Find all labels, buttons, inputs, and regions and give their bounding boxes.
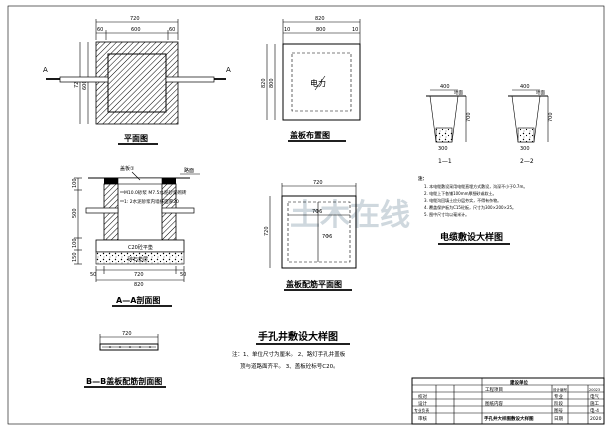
notes-line-2: 顶与道路面齐平。 3、盖板砼标号C20。 [240,362,339,370]
aa-dim-left-4: 150 [72,252,78,262]
cable-sec1-depth: 700 [466,112,472,122]
cable-note-2: 2. 电缆上下各铺100mm厚细砂或软土。 [424,190,497,196]
cover-dim-inner: 800 [316,27,326,33]
tb-role-review: 审核 [418,415,427,422]
cover-dim-edge-right: 10 [352,27,358,33]
cover-dim-total: 820 [315,16,325,22]
cover-dim-side-inner: 800 [269,78,275,88]
bb-dim-total: 720 [122,331,132,337]
sheet-border [7,5,605,425]
cable-detail-view: 400 地面 700 300 1—1 400 地面 700 300 2—2 注：… [418,84,554,245]
tb-project-label: 工程项目 [485,386,503,393]
cover-dim-edge-left: 10 [284,27,290,33]
plan-view: 720 60 600 60 720 600 A A 平面图 [43,16,231,145]
cable-note-head: 注： [418,175,427,182]
tb-field-discipline: 专业 [554,393,563,400]
cover-dim-side: 820 [261,78,267,88]
tb-owner-label: 建设单位 [509,379,528,386]
tb-role-lead: 专业负责 [414,408,429,413]
bb-section-title: B—B盖板配筋剖面图 [86,376,162,386]
aa-mortar-note: M10.0砂浆 M7.5水泥砂浆砌砖 [124,189,187,196]
cable-note-1: 1. 本电缆敷设采用电缆直埋方式敷设，沟深不小于0.7m。 [424,183,527,189]
aa-dim-bottom-total: 820 [134,282,144,288]
cable-note-5: 5. 图中尺寸均以毫米计。 [424,211,469,217]
cable-sec1-label: 1—1 [438,158,452,165]
cover-layout-title: 盖板布置图 [290,130,330,140]
rebar-dim-side: 720 [264,226,270,236]
rebar-bar-top: 7Φ6 [312,209,322,215]
notes-line-1: 注：1、单位尺寸为厘米。 2、路灯手孔井盖板 [232,350,346,358]
aa-gravel-label: 碎石垫层 [128,256,148,263]
main-drawing-title: 手孔井敷设大样图 [258,330,338,343]
plan-section-mark-right: A [226,66,231,74]
aa-section-title: A—A剖面图 [116,295,160,305]
cover-center-label: 电力 [310,78,326,88]
plan-dim-wall-right: 60 [169,27,175,33]
cover-layout-view: 820 10 800 10 820 800 电力 盖板布置图 [261,16,361,142]
cable-sec2-ground: 地面 [536,89,545,96]
cable-sec1-top-dim: 400 [440,84,450,90]
title-block: 建设单位 工程项目 设计编号 20023 校对 图纸内容 专业 电气 设计 阶段… [411,377,605,425]
aa-road-label: 路面 [184,167,194,174]
tb-field-drawing-no: 图号 [554,408,563,414]
plan-dim-total: 720 [130,16,140,22]
aa-dim-bottom-2: 720 [134,272,144,278]
cable-sec2-label: 2—2 [520,158,534,165]
tb-field-design-no: 设计编号 [553,387,567,392]
rebar-dim-total: 720 [313,180,323,186]
cable-sec1-ground: 地面 [454,89,463,96]
cable-sec1-bottom: 300 [438,146,448,152]
plan-dim-wall-left: 60 [97,27,103,33]
cover-rebar-view: 720 720 7Φ6 7Φ6 盖板配筋平面图 [264,180,357,291]
tb-val-discipline: 电气 [590,393,599,400]
aa-concrete-label: C20砼平垫 [128,244,153,251]
rebar-title: 盖板配筋平面图 [286,279,342,289]
cable-sec2-bottom: 300 [520,146,530,152]
tb-val-design-no: 20023 [589,388,600,392]
aa-dim-left-3: 100 [72,238,78,248]
aa-cover-label: 盖板① [120,165,135,172]
plan-section-mark-left: A [43,66,48,74]
plan-dim-inner: 600 [131,27,141,33]
plan-dim-side-total: 720 [74,78,80,88]
section-bb-view: 720 B—B盖板配筋剖面图 [84,331,166,388]
plan-title: 平面图 [124,134,148,143]
aa-dim-left-2: 500 [72,208,78,218]
tb-role-check: 校对 [418,393,427,400]
tb-field-stage: 阶段 [554,400,563,407]
rebar-bar-side: 7Φ6 [322,234,332,240]
tb-field-content: 图纸内容 [485,400,503,407]
tb-field-date: 日期 [554,416,563,422]
tb-role-design: 设计 [418,400,427,407]
aa-dim-bottom-1: 50 [90,272,96,278]
tb-val-drawing-no: 电-4 [590,407,599,414]
tb-val-date: 2020 [590,416,602,422]
aa-dim-bottom-3: 50 [180,272,186,278]
tb-content-value: 手孔井大样图敷设大样图 [484,415,534,422]
plan-dim-side-inner: 600 [82,80,88,90]
section-aa-view: 100 500 100 150 C20砼平垫 碎石垫层 盖板① 路面 M10.0… [72,165,200,307]
cable-detail-title: 电缆敷设大样图 [440,231,503,243]
cable-note-4: 4. 覆盖保护板为C15砼板，尺寸为300×200×25。 [424,204,516,210]
cable-sec2-top-dim: 400 [520,84,530,90]
aa-dim-left-1: 100 [72,178,78,188]
aa-plaster-note: 1: 2水泥砂浆内墙抹面厚20 [124,198,179,205]
cable-sec2-depth: 700 [548,112,554,122]
tb-val-stage: 施工 [590,400,599,407]
cable-note-3: 3. 电缆沟回填土应分层夯实，不得有杂物。 [424,197,501,203]
